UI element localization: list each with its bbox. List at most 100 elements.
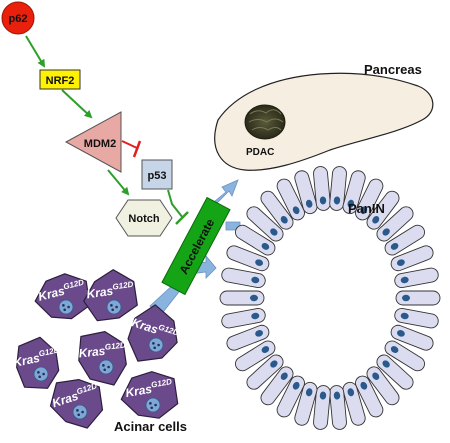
p62-node [1, 1, 35, 35]
panin-cell [221, 307, 266, 329]
panin-cell [384, 340, 425, 372]
kras-g12d-label: KrasG12D [37, 278, 87, 304]
panin-cell [276, 178, 305, 221]
panin-nucleus [347, 388, 355, 397]
panin-nucleus [319, 196, 327, 205]
panin-cell [376, 206, 414, 242]
panin-cell [221, 267, 266, 289]
panin-nucleus [360, 206, 368, 215]
panin-nucleus [400, 276, 409, 284]
panin-nucleus [382, 228, 390, 236]
panin-nucleus [255, 259, 263, 266]
p53-to-accelerate-connector [167, 189, 184, 219]
panin-nucleus [400, 312, 409, 320]
panin-cell [294, 381, 318, 426]
panin-nucleus [390, 242, 399, 250]
panin-cell [394, 267, 439, 289]
panin-nucleus [372, 216, 380, 224]
panin-cell [246, 206, 284, 242]
panin-cell [276, 375, 305, 418]
accelerate-box: Accelerate [161, 196, 231, 296]
panin-cell [366, 366, 400, 406]
panin-nucleus [390, 346, 399, 354]
panin-nucleus [397, 259, 405, 266]
panin-cell [342, 170, 366, 215]
acinar-cell: KrasG12D [127, 304, 180, 362]
panin-cell [246, 354, 284, 390]
panin-cell [235, 340, 276, 372]
notch-label: Notch [128, 213, 159, 225]
mdm2-label: MDM2 [84, 138, 116, 150]
panin-nucleus [305, 388, 313, 397]
p62-to-nrf2-arrow [25, 35, 46, 68]
panin-nucleus [305, 199, 313, 208]
panin-cell [313, 385, 331, 430]
panin-nucleus [280, 372, 288, 380]
panin-nucleus [292, 206, 300, 215]
panin-nucleus [270, 360, 278, 368]
panin-nucleus [280, 216, 288, 224]
panin-label: PanIN [348, 201, 385, 216]
panin-nucleus [372, 372, 380, 380]
panin-nucleus [261, 242, 270, 250]
pancreas-label: Pancreas [364, 62, 422, 77]
panin-cell [219, 290, 265, 306]
mdm2-to-notch-arrow [107, 169, 130, 196]
panin-cell [260, 190, 294, 230]
panin-cell [390, 324, 434, 351]
pancreas-organ [214, 72, 434, 171]
panin-cell [355, 375, 384, 418]
panin-cell [313, 166, 331, 211]
p62-label: p62 [9, 13, 28, 25]
panin-cell [394, 307, 439, 329]
acinar-cell: KrasG12D [49, 379, 104, 429]
kras-g12d-label: KrasG12D [12, 345, 62, 370]
panin-cell [226, 324, 270, 351]
panin-nucleus [251, 312, 260, 320]
accelerate-tbar [175, 211, 189, 225]
panin-structure [219, 166, 441, 430]
panin-nucleus [319, 391, 327, 400]
panin-cell [329, 385, 347, 430]
panin-cell [395, 290, 441, 306]
panin-nucleus [397, 330, 405, 337]
panin-nucleus [270, 228, 278, 236]
panin-nucleus [251, 276, 260, 284]
panin-nucleus [360, 381, 368, 390]
pdac-label: PDAC [246, 147, 274, 158]
panin-nucleus [261, 346, 270, 354]
acinar-cell: KrasG12D [83, 269, 138, 322]
panin-cell [235, 224, 276, 256]
kras-g12d-label: KrasG12D [124, 377, 174, 400]
acinar-cell: KrasG12D [34, 273, 91, 320]
p53-label: p53 [148, 170, 167, 182]
kras-g12d-label: KrasG12D [85, 280, 134, 302]
panin-cell [294, 170, 318, 215]
kras-g12d-label: KrasG12D [78, 341, 127, 361]
panin-cell [329, 166, 347, 211]
panin-nucleus [255, 330, 263, 337]
panin-cell [390, 245, 434, 272]
acinar-cell: KrasG12D [12, 336, 62, 389]
panin-nucleus [250, 294, 258, 302]
panin-nucleus [347, 199, 355, 208]
acinar-cell: KrasG12D [120, 371, 179, 419]
pdac-tumor [244, 104, 286, 140]
panin-cell [366, 190, 400, 230]
panin-cell [376, 354, 414, 390]
panin-nucleus [402, 294, 410, 302]
acinar-cell: KrasG12D [78, 331, 127, 386]
nrf2-to-mdm2-arrow [61, 89, 93, 119]
panin-nucleus [382, 360, 390, 368]
panin-nucleus [333, 391, 341, 400]
panin-nucleus [292, 381, 300, 390]
panin-nucleus [333, 196, 341, 205]
p53-node [141, 159, 173, 190]
mdm2-node [64, 111, 122, 173]
panin-cell [260, 366, 294, 406]
notch-node [115, 199, 173, 237]
nrf2-node [39, 69, 81, 90]
mdm2-inhibits-p53 [121, 140, 142, 158]
